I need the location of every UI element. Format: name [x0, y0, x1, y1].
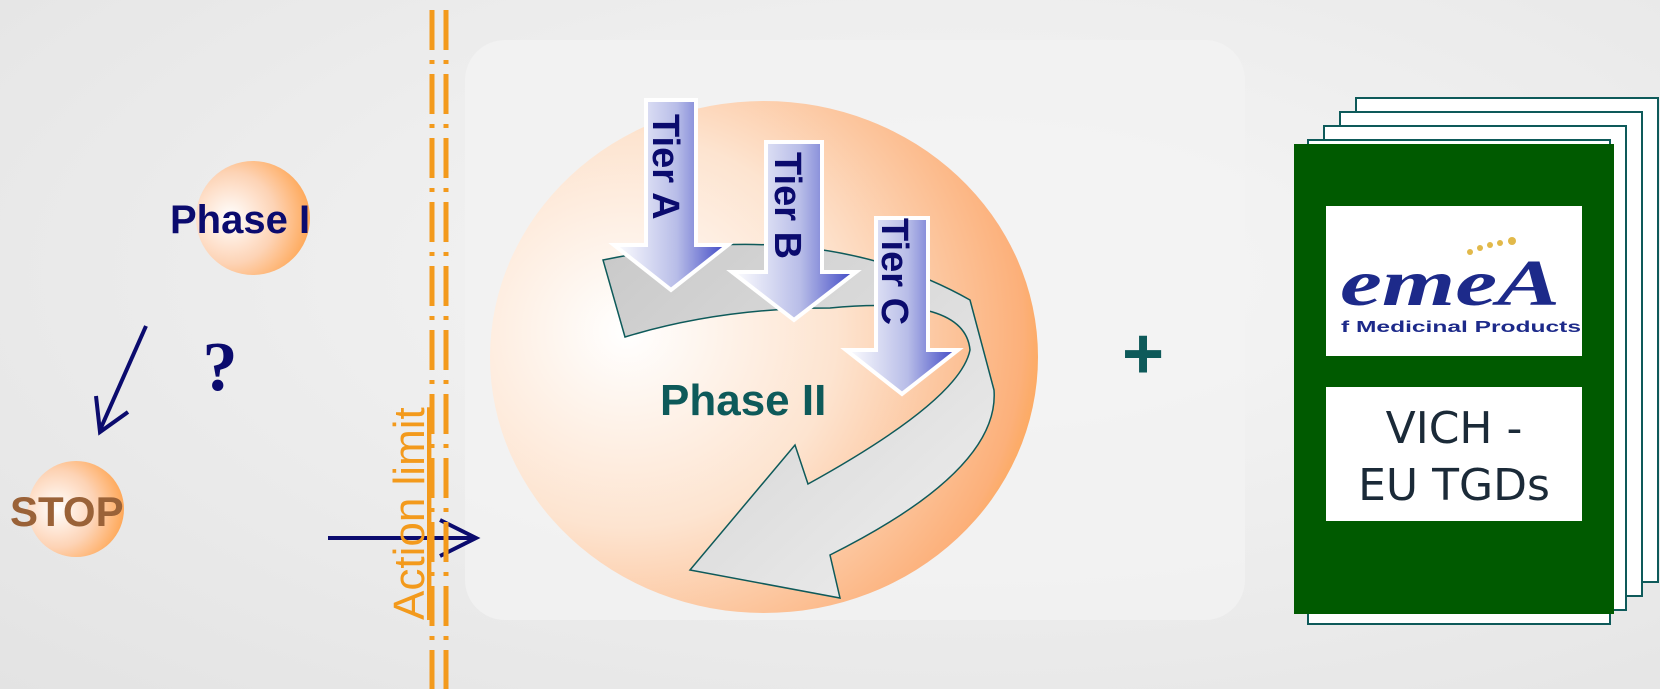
phase-2-group: Phase II Tier A Tier B Tier C: [490, 98, 1038, 613]
action-limit-line: [429, 10, 449, 689]
stop-group: STOP: [10, 461, 124, 557]
logo-box: [1326, 206, 1582, 356]
emea-logo: emeA f Medicinal Products: [1340, 237, 1581, 336]
phase-1-label: Phase I: [170, 198, 310, 242]
tier-b-arrow: Tier B: [726, 140, 862, 323]
phase-1-group: Phase I: [170, 161, 310, 275]
action-limit-label: Action limit: [385, 407, 434, 620]
logo-stars: [1467, 237, 1516, 255]
plus-sign: +: [1122, 314, 1164, 394]
phase-2-label: Phase II: [660, 376, 826, 425]
right-arrow-icon: [328, 518, 481, 558]
svg-text:emeA: emeA: [1340, 247, 1560, 320]
stop-label: STOP: [10, 488, 124, 535]
tier-c-label: Tier C: [873, 218, 915, 325]
down-left-arrow-icon: [94, 325, 148, 436]
tier-b-label: Tier B: [766, 152, 808, 259]
phase-1-bubble: [196, 161, 310, 275]
guidance-text-box: [1326, 387, 1582, 521]
guidance-line-1: VICH -: [1386, 403, 1523, 454]
question-mark: ?: [203, 329, 238, 406]
svg-text:f Medicinal Products: f Medicinal Products: [1341, 319, 1581, 336]
tier-c-arrow: Tier C: [840, 216, 964, 397]
tier-a-arrow: Tier A: [608, 98, 734, 293]
guidance-line-2: EU TGDs: [1358, 460, 1550, 511]
document-stack-icon: emeA f Medicinal Products VICH - EU TGDs: [1294, 97, 1659, 625]
tier-a-label: Tier A: [644, 114, 686, 220]
stop-bubble: [28, 461, 124, 557]
